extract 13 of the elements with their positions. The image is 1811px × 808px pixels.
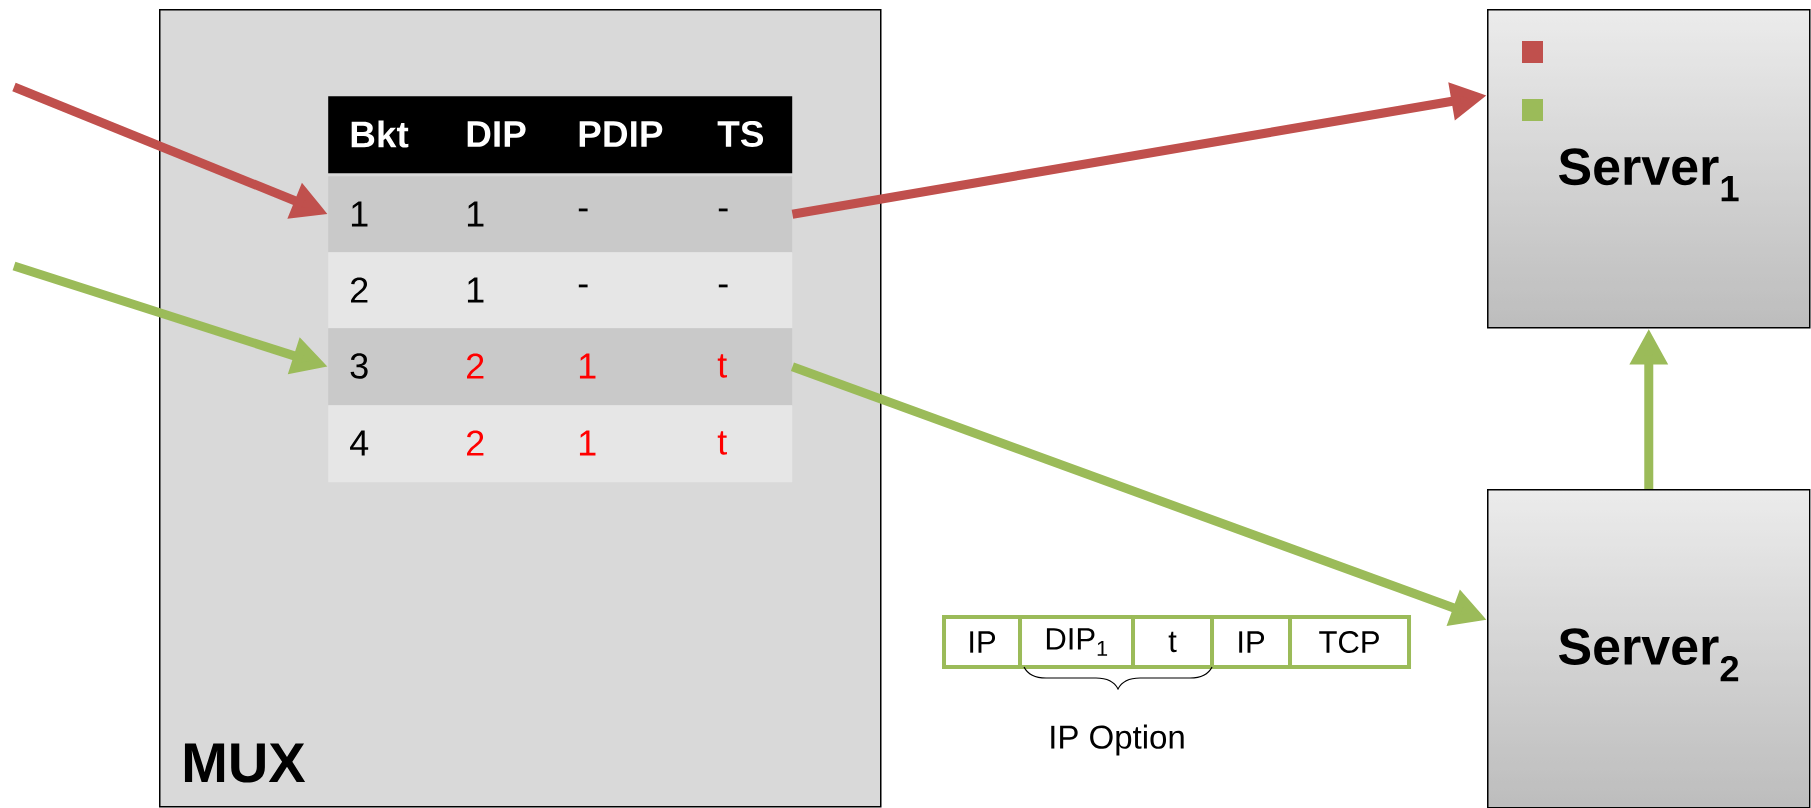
brace-label: IP Option	[1051, 724, 1184, 756]
server-box: Server$_{1}$	[1487, 9, 1811, 329]
packet-field: DIP$_{1}$	[1018, 615, 1135, 669]
table-header: Bkt DIP PDIP TS	[328, 96, 793, 174]
table-row: 4 2 1 t	[328, 405, 793, 483]
table-row: 1 1 - -	[328, 176, 793, 253]
packet-field: t	[1131, 615, 1214, 669]
packet-field: IP	[942, 615, 1022, 669]
packet-field: IP	[1210, 615, 1292, 669]
packet-field: TCP	[1288, 615, 1411, 669]
table-row: 3 2 1 t	[328, 328, 793, 406]
server-box: Server$_{2}$	[1487, 489, 1811, 808]
table-row: 2 1 - -	[328, 252, 793, 329]
